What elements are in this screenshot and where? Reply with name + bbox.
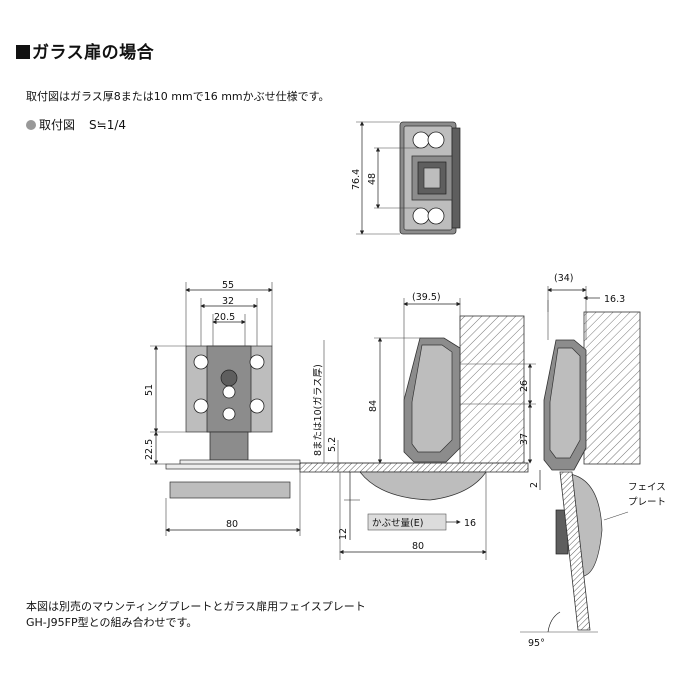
figure-caption: 取付図 S≒1/4 (26, 116, 126, 133)
section-title-text: ガラス扉の場合 (32, 43, 155, 63)
dim-side-width-80: 80 (412, 541, 424, 552)
dim-width-39-5: (39.5) (412, 292, 441, 303)
side-view-closed: (39.5) 84 26 37 8または10(ガラス厚) 5.2 12 かぶせ量… (299, 292, 536, 560)
dim-gap-2: 2 (529, 482, 540, 488)
figure-scale: S≒1/4 (89, 118, 127, 132)
dim-angle-95: 95° (528, 638, 545, 649)
dim-width-34: (34) (554, 273, 574, 284)
footer-note-line2: GH-J95FP型との組み合わせです。 (26, 616, 198, 629)
dim-width-32: 32 (222, 296, 234, 307)
dim-height-22-5: 22.5 (144, 439, 155, 460)
dim-top-pitch: 48 (367, 173, 378, 185)
figure-label: 取付図 (39, 118, 76, 132)
dim-top-height: 76.4 (351, 169, 362, 190)
face-plate-label-2: プレート (628, 497, 666, 508)
dim-height-37: 37 (519, 433, 530, 445)
side-view-open: 95° (34) 16.3 2 フェイス プレート (520, 273, 666, 649)
bullet-dot-icon (26, 120, 36, 130)
footer-note-line1: 本図は別売のマウンティングプレートとガラス扉用フェイスプレート (26, 600, 366, 613)
dim-height-84: 84 (368, 400, 379, 412)
face-plate-label-1: フェイス (628, 482, 666, 493)
square-bullet-icon (16, 45, 30, 59)
section-title: ガラス扉の場合 (16, 38, 154, 63)
front-view-hinge: 55 32 20.5 51 22.5 80 (144, 280, 301, 536)
dim-height-51: 51 (144, 384, 155, 396)
top-view-plate: 76.4 48 (351, 121, 461, 235)
dim-height-12: 12 (338, 528, 349, 540)
dim-overlay-16: 16 (464, 518, 476, 529)
dim-width-16-3: 16.3 (604, 294, 625, 305)
dim-front-width-80: 80 (226, 519, 238, 530)
dim-gap-5-2: 5.2 (327, 437, 338, 452)
overlay-label: かぶせ量(E) (372, 518, 423, 529)
dim-height-26: 26 (519, 380, 530, 392)
dim-glass-thickness: 8または10(ガラス厚) (313, 364, 324, 456)
installation-note: 取付図はガラス厚8または10 mmで16 mmかぶせ仕様です。 (26, 90, 330, 103)
dim-width-55: 55 (222, 280, 234, 291)
dim-width-20-5: 20.5 (214, 312, 235, 323)
